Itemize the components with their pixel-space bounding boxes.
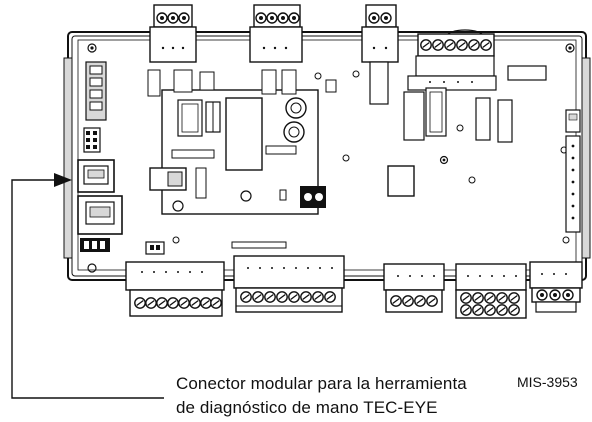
- right-side-connectors: [565, 109, 581, 233]
- left-pin-header: [83, 127, 101, 153]
- power-module: [147, 69, 337, 249]
- relay-section: [172, 61, 570, 244]
- left-relay-connector: [85, 61, 107, 121]
- left-bottom-plug: [80, 238, 165, 255]
- bottom-terminal-block-1: [125, 261, 225, 317]
- top-terminal-block-3: [361, 4, 399, 63]
- callout-line-2: de diagnóstico de mano TEC-EYE: [176, 398, 438, 417]
- bottom-terminal-block-4: [455, 263, 527, 319]
- bottom-terminal-block-2: [233, 255, 345, 313]
- callout-line-1: Conector modular para la herramienta: [176, 374, 467, 393]
- top-terminal-block-4: [407, 29, 497, 91]
- callout-leader: [11, 173, 164, 399]
- rj-connector-2: [77, 195, 123, 235]
- bottom-terminal-block-3: [383, 263, 445, 313]
- bottom-terminal-block-5: [529, 261, 583, 313]
- callout-caption: Conector modular para la herramienta de …: [176, 372, 467, 420]
- top-terminal-block-2: [249, 4, 303, 63]
- arrow-head-icon: [54, 173, 72, 187]
- figure-code: MIS-3953: [517, 374, 578, 390]
- top-terminal-block-1: [149, 4, 197, 63]
- modular-connector-tec-eye: [77, 159, 115, 193]
